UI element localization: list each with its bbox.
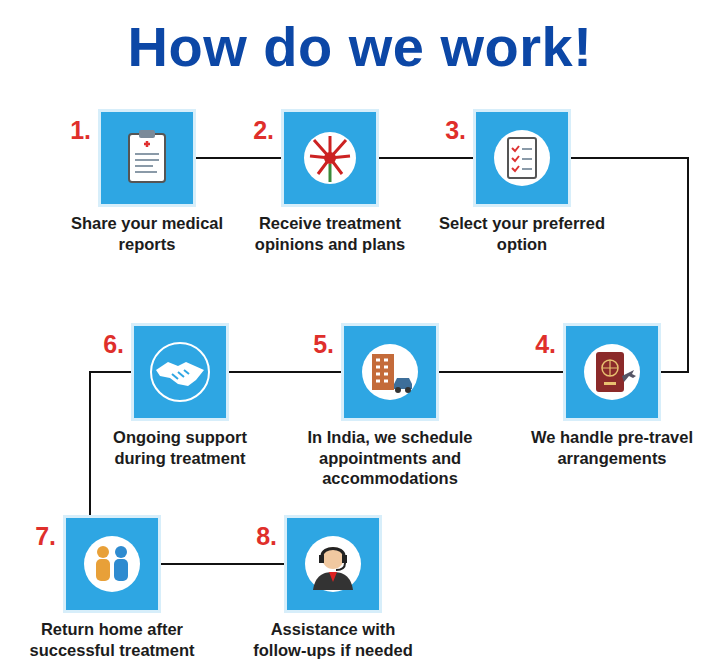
step-number: 1. [70, 116, 91, 145]
step-node: 2. Receive treatment opinions and plans [240, 112, 420, 254]
icon-tile [101, 112, 193, 204]
step-caption: In India, we schedule appointments and a… [300, 427, 480, 489]
flow-connector [379, 157, 473, 159]
icon-tile [134, 326, 226, 418]
icon-tile [476, 112, 568, 204]
step-number: 6. [103, 330, 124, 359]
step-number: 8. [256, 522, 277, 551]
flow-connector [196, 157, 281, 159]
step-node: 6. Ongoing support during treatment [95, 326, 265, 468]
icon-tile [287, 518, 379, 610]
step-caption: Assistance with follow-ups if needed [248, 619, 418, 660]
step-caption: Share your medical reports [62, 213, 232, 254]
icon-tile [566, 326, 658, 418]
step-caption: Ongoing support during treatment [95, 427, 265, 468]
step-node: 3. Select your preferred option [435, 112, 610, 254]
step-node: 1. Share your medical reports [62, 112, 232, 254]
step-node: 8. Assistance with follow-ups if needed [248, 518, 418, 660]
step-icon [115, 126, 179, 190]
step-node: 5. In India, we schedule appointments and… [300, 326, 480, 489]
step-icon [148, 340, 212, 404]
step-icon [301, 532, 365, 596]
step-icon [580, 340, 644, 404]
step-number: 5. [313, 330, 334, 359]
flow-connector [229, 371, 341, 373]
step-caption: Return home after successful treatment [12, 619, 212, 660]
step-node: 7. Return home after successful treatment [12, 518, 212, 660]
step-number: 2. [253, 116, 274, 145]
step-node: 4. We handle pre-travel arrangements [517, 326, 707, 468]
step-icon [358, 340, 422, 404]
step-caption: Receive treatment opinions and plans [240, 213, 420, 254]
diagram-title: How do we work! [0, 14, 720, 79]
step-number: 3. [445, 116, 466, 145]
step-icon [298, 126, 362, 190]
step-number: 4. [535, 330, 556, 359]
step-caption: We handle pre-travel arrangements [517, 427, 707, 468]
step-caption: Select your preferred option [435, 213, 610, 254]
step-icon [490, 126, 554, 190]
step-icon [80, 532, 144, 596]
icon-tile [344, 326, 436, 418]
flow-connector [439, 371, 563, 373]
icon-tile [284, 112, 376, 204]
icon-tile [66, 518, 158, 610]
flow-connector [161, 563, 284, 565]
step-number: 7. [35, 522, 56, 551]
